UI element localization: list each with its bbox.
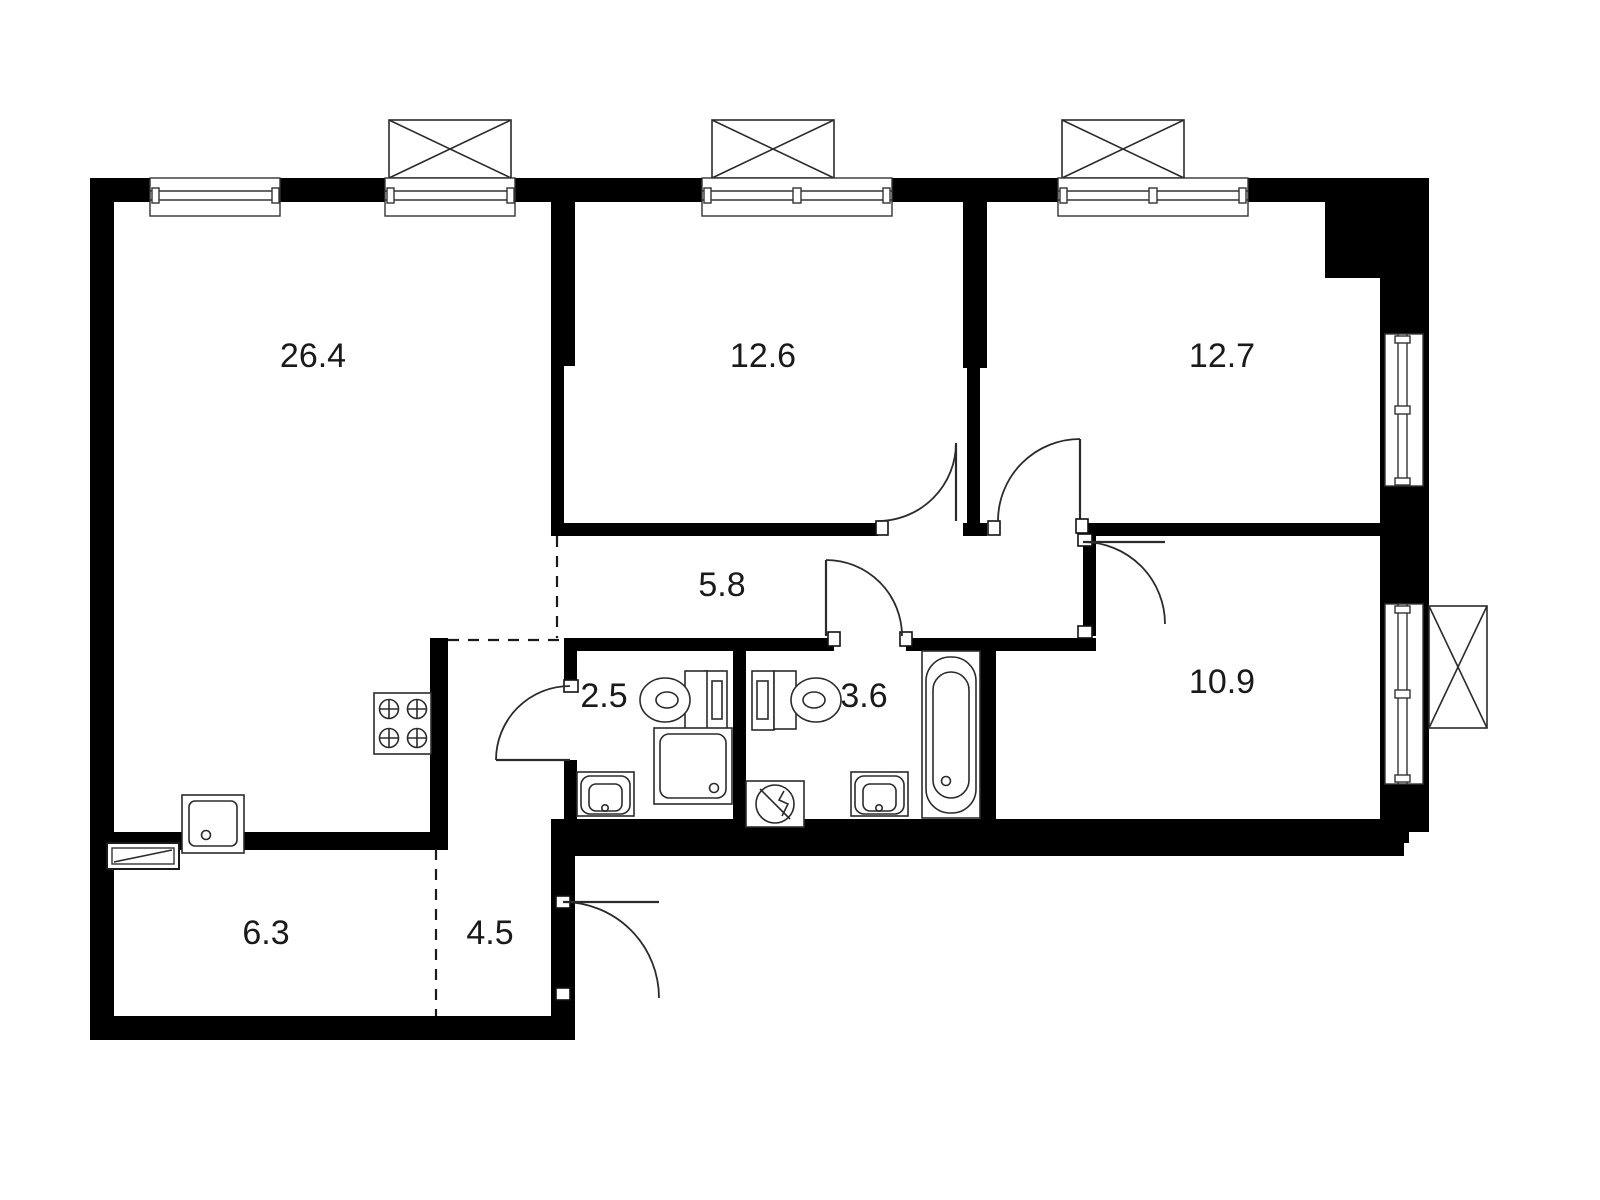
area-label-bedroom-1: 12.6	[730, 337, 796, 375]
wall-structure	[90, 178, 1429, 1040]
wall-entry-left	[551, 819, 575, 859]
wall-bath-block-bottom	[564, 819, 1409, 843]
bath-washbasin	[850, 771, 909, 817]
wall-bath-block-top-left	[564, 638, 834, 651]
toilet-wc	[639, 670, 728, 731]
bathroom-fixtures	[745, 650, 981, 828]
window-living-a	[149, 177, 281, 217]
wall-bedroom1-bedroom2-thick	[963, 178, 987, 368]
kitchen-fixtures	[181, 692, 432, 854]
door-bedroom-3[interactable]	[1077, 533, 1166, 639]
wall-hall-bedroom3	[1083, 536, 1096, 636]
toilet-shower	[653, 727, 733, 805]
window-living-b	[384, 119, 516, 217]
area-label-living-kitchen: 26.4	[280, 337, 346, 375]
toilet-fixtures	[576, 670, 733, 817]
area-label-hall: 5.8	[698, 566, 745, 604]
wall-bedroom2-bottom	[1083, 523, 1405, 536]
door-bathroom[interactable]	[824, 559, 913, 647]
door-bedroom-2[interactable]	[987, 438, 1089, 536]
wall-living-bedroom1-thin	[551, 366, 564, 536]
kitchen-cooktop	[373, 692, 432, 755]
wall-kitchen-right	[430, 638, 448, 850]
wall-bath-block-top-right	[906, 638, 1096, 651]
window-bedroom-2	[1057, 119, 1249, 217]
door-loggia-sliding[interactable]	[106, 842, 180, 870]
toilet-washbasin	[576, 771, 635, 817]
wall-toilet-bath-divider	[733, 638, 746, 832]
bath-washer	[745, 780, 805, 828]
doors-group	[106, 438, 1166, 1001]
wall-bedroom1-bottom-jambstub	[963, 523, 987, 536]
wall-toilet-left-lower	[564, 760, 577, 832]
wall-living-bedroom1-thick	[551, 178, 575, 366]
windows-group	[149, 119, 1488, 785]
exterior-wall-step-topright-2	[1380, 202, 1405, 334]
bath-wc	[751, 670, 842, 731]
dashed-partitions	[434, 536, 560, 1016]
window-bedroom-3-side	[1384, 603, 1488, 785]
window-bedroom-2-side	[1384, 333, 1424, 487]
area-labels: 26.4 12.6 12.7 5.8 10.9 2.5 3.6 6.3 4.5	[242, 337, 1255, 952]
window-bedroom-1	[701, 119, 893, 217]
exterior-wall-outline	[90, 178, 1429, 1040]
wall-bath-right	[980, 651, 996, 832]
area-label-toilet: 2.5	[580, 677, 627, 715]
bath-tub	[921, 650, 981, 819]
area-label-loggia: 6.3	[242, 914, 289, 952]
door-entry[interactable]	[555, 895, 660, 1001]
door-toilet[interactable]	[495, 679, 579, 762]
kitchen-sink	[181, 794, 245, 854]
wall-bedroom1-bottom	[564, 523, 878, 536]
wall-toilet-left-upper	[564, 638, 577, 684]
area-label-bedroom-3: 10.9	[1189, 663, 1255, 701]
door-bedroom-1[interactable]	[875, 442, 958, 536]
area-label-bedroom-2: 12.7	[1189, 337, 1255, 375]
area-label-entry: 4.5	[466, 914, 513, 952]
area-label-bathroom: 3.6	[840, 677, 887, 715]
wall-bedroom1-bedroom2-thin	[967, 368, 980, 536]
